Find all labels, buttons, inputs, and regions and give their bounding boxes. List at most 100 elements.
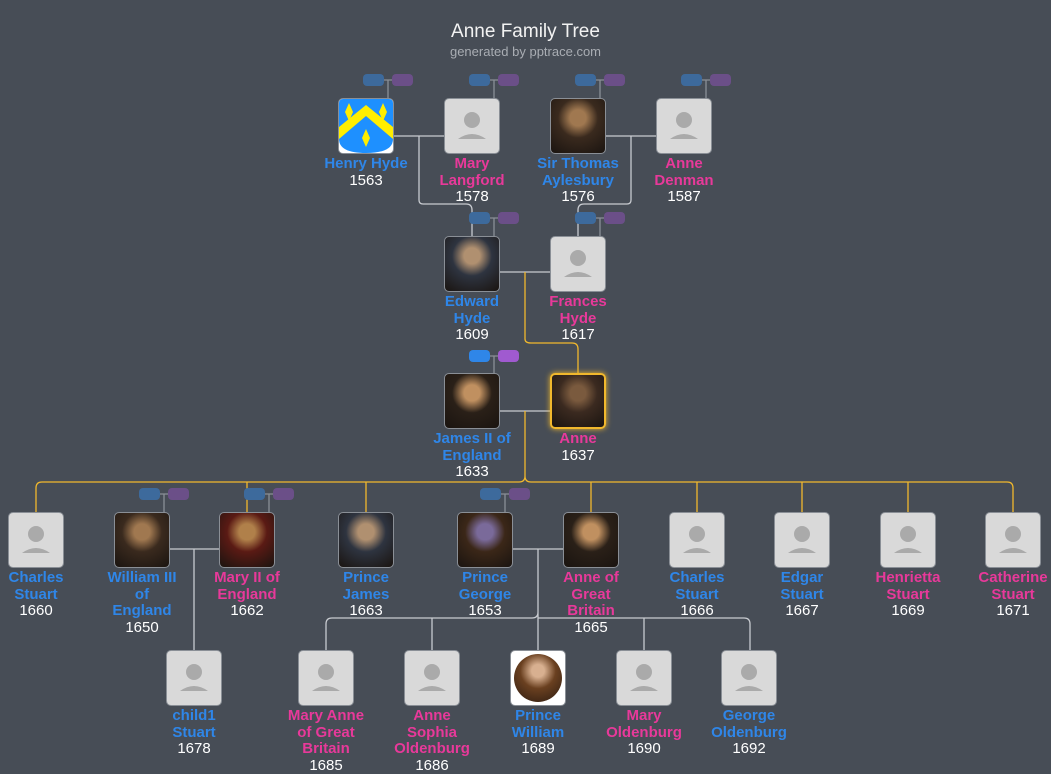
toggle-connector bbox=[702, 79, 710, 98]
person-avatar[interactable] bbox=[721, 650, 777, 706]
person-avatar[interactable] bbox=[563, 512, 619, 568]
person-avatar[interactable] bbox=[669, 512, 725, 568]
person-avatar[interactable] bbox=[616, 650, 672, 706]
expand-father-button[interactable] bbox=[575, 212, 596, 224]
person-birth-year: 1692 bbox=[732, 740, 766, 757]
person-placeholder-icon bbox=[735, 664, 763, 691]
person-placeholder-icon bbox=[670, 112, 698, 139]
person-avatar[interactable] bbox=[550, 373, 606, 429]
person-avatar[interactable] bbox=[219, 512, 275, 568]
person-avatar[interactable] bbox=[444, 98, 500, 154]
toggle-connector bbox=[490, 79, 498, 98]
person-avatar[interactable] bbox=[550, 236, 606, 292]
person-avatar[interactable] bbox=[338, 98, 394, 154]
person-avatar[interactable] bbox=[404, 650, 460, 706]
person-avatar[interactable] bbox=[774, 512, 830, 568]
person-avatar[interactable] bbox=[880, 512, 936, 568]
person-birth-year: 1563 bbox=[349, 171, 383, 189]
person-avatar[interactable] bbox=[338, 512, 394, 568]
expand-mother-button[interactable] bbox=[273, 488, 294, 500]
toggle-connector bbox=[490, 217, 498, 236]
person-birth-year: 1665 bbox=[574, 618, 608, 636]
expand-father-button[interactable] bbox=[363, 74, 384, 86]
page-title: Anne Family Tree bbox=[451, 21, 600, 42]
person-birth-year: 1669 bbox=[891, 602, 925, 619]
expand-mother-button[interactable] bbox=[498, 74, 519, 86]
expand-mother-button[interactable] bbox=[392, 74, 413, 86]
page-subtitle: generated by pptrace.com bbox=[449, 44, 602, 59]
person-name: Mary Anne of Great Britain bbox=[287, 707, 365, 757]
person-avatar[interactable] bbox=[550, 98, 606, 154]
expand-father-button[interactable] bbox=[681, 74, 702, 86]
expand-father-button[interactable] bbox=[139, 488, 160, 500]
person-avatar[interactable] bbox=[444, 373, 500, 429]
toggle-connector bbox=[265, 493, 273, 512]
person-avatar[interactable] bbox=[298, 650, 354, 706]
person-placeholder-icon bbox=[458, 112, 486, 139]
expand-father-button[interactable] bbox=[244, 488, 265, 500]
person-avatar[interactable] bbox=[166, 650, 222, 706]
person-birth-year: 1685 bbox=[309, 756, 343, 774]
person-avatar[interactable] bbox=[656, 98, 712, 154]
expand-father-button[interactable] bbox=[469, 74, 490, 86]
person-name: Sir Thomas Aylesbury bbox=[537, 155, 619, 189]
person-birth-year: 1587 bbox=[667, 188, 701, 205]
person-name: Mary Langford bbox=[439, 155, 505, 189]
person-birth-year: 1678 bbox=[177, 740, 211, 757]
person-name: Anne of Great Britain bbox=[563, 569, 619, 619]
expand-father-button[interactable] bbox=[469, 212, 490, 224]
person-birth-year: 1633 bbox=[455, 463, 489, 480]
person-avatar[interactable] bbox=[114, 512, 170, 568]
person-name: Catherine Stuart bbox=[978, 569, 1048, 603]
person-name: Charles Stuart bbox=[669, 569, 725, 603]
connector-to-anne bbox=[524, 272, 579, 373]
person-birth-year: 1576 bbox=[561, 188, 595, 205]
person-placeholder-icon bbox=[22, 526, 50, 553]
person-birth-year: 1671 bbox=[996, 602, 1030, 619]
expand-father-button[interactable] bbox=[469, 350, 490, 362]
expand-father-button[interactable] bbox=[575, 74, 596, 86]
person-avatar[interactable] bbox=[510, 650, 566, 706]
person-avatar[interactable] bbox=[985, 512, 1041, 568]
person-placeholder-icon bbox=[894, 526, 922, 553]
person-name: Henry Hyde bbox=[324, 155, 408, 172]
person-name: Henrietta Stuart bbox=[875, 569, 941, 603]
person-avatar[interactable] bbox=[8, 512, 64, 568]
expand-mother-button[interactable] bbox=[498, 350, 519, 362]
parent-connectors bbox=[170, 135, 751, 650]
person-birth-year: 1609 bbox=[455, 326, 489, 343]
toggle-connector bbox=[490, 355, 498, 374]
expand-mother-button[interactable] bbox=[509, 488, 530, 500]
person-name: Anne Denman bbox=[654, 155, 714, 189]
person-name: Prince James bbox=[342, 569, 390, 603]
expand-mother-button[interactable] bbox=[604, 74, 625, 86]
person-placeholder-icon bbox=[683, 526, 711, 553]
expand-father-button[interactable] bbox=[480, 488, 501, 500]
person-avatar[interactable] bbox=[457, 512, 513, 568]
expand-mother-button[interactable] bbox=[498, 212, 519, 224]
toggle-connector bbox=[384, 79, 392, 98]
connector-william-mary bbox=[170, 548, 219, 650]
expand-mother-button[interactable] bbox=[604, 212, 625, 224]
person-name: Anne bbox=[559, 430, 597, 447]
toggle-connector bbox=[596, 79, 604, 98]
person-birth-year: 1686 bbox=[415, 756, 449, 774]
person-birth-year: 1662 bbox=[230, 602, 264, 619]
person-avatar[interactable] bbox=[444, 236, 500, 292]
expand-mother-button[interactable] bbox=[710, 74, 731, 86]
expand-mother-button[interactable] bbox=[168, 488, 189, 500]
